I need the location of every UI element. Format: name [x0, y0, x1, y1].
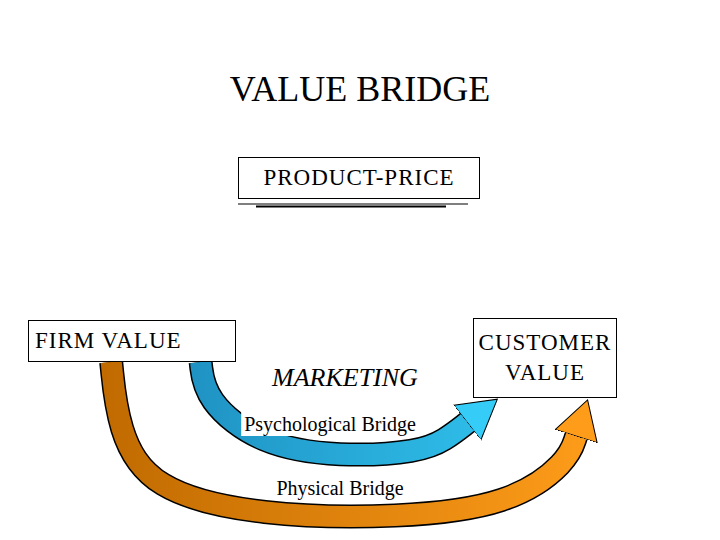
concept-box: PRODUCT-PRICE — [238, 157, 480, 199]
underline-rule — [238, 204, 468, 205]
bridge-label: Physical Bridge — [273, 476, 406, 500]
bridge-outline — [201, 362, 468, 455]
concept-box: FIRM VALUE — [28, 320, 236, 362]
bridge-label: Psychological Bridge — [241, 412, 419, 436]
box-text: PRODUCT-PRICE — [247, 163, 471, 193]
underline-rule — [256, 206, 446, 208]
bridge-arrow — [201, 362, 468, 455]
bridge-band — [201, 362, 468, 455]
box-text: CUSTOMER VALUE — [478, 328, 612, 388]
diagram-title: VALUE BRIDGE — [0, 68, 720, 111]
box-text: FIRM VALUE — [35, 326, 229, 356]
concept-box: CUSTOMER VALUE — [473, 318, 617, 398]
concept-label: MARKETING — [272, 362, 418, 393]
